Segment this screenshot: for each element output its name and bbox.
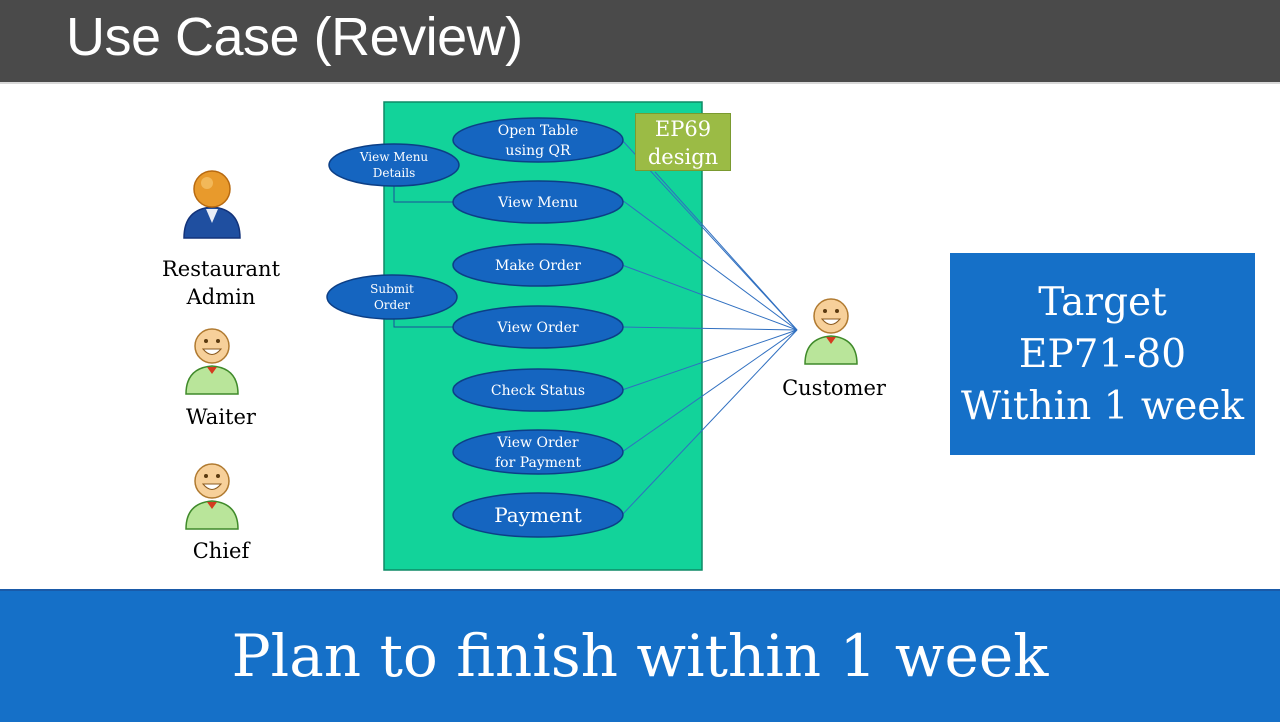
use-case-label: for Payment [495,455,581,471]
use-case-view-order[interactable]: View Order [452,305,624,349]
admin-actor-icon [183,170,241,239]
use-case-label: Payment [494,503,582,527]
use-case-view-order-payment[interactable]: View Order for Payment [452,429,624,475]
use-case-label: Check Status [491,383,585,399]
use-case-label: Submit [370,282,414,296]
use-case-open-table[interactable]: Open Table using QR [452,117,624,163]
use-case-check-status[interactable]: Check Status [452,368,624,412]
actor-label-chief: Chief [192,539,250,563]
use-case-submit-order[interactable]: Submit Order [326,274,458,320]
target-line: EP71-80 [1018,332,1187,377]
use-case-payment[interactable]: Payment [452,492,624,538]
use-case-label: View Order [496,435,578,451]
actor-label-restaurant-admin: Restaurant Admin [150,255,292,311]
title-bar [0,0,1280,84]
waiter-actor-icon [185,328,239,395]
ep-note-line: EP69 [654,117,712,141]
ep-note-line: design [647,145,719,169]
use-case-label: Make Order [495,258,581,274]
footer-text: Plan to finish within 1 week [231,622,1049,690]
use-case-label: View Order [496,320,578,336]
use-case-label: Details [373,166,416,180]
target-box: Target EP71-80 Within 1 week [950,253,1255,455]
use-case-label: using QR [505,143,571,159]
use-case-label: Open Table [498,123,579,139]
actor-label-line: Admin [186,285,256,309]
association-lines [621,139,798,516]
customer-actor-icon [804,298,858,365]
use-case-view-menu[interactable]: View Menu [452,180,624,224]
use-case-label: View Menu [359,150,429,164]
use-case-label: View Menu [497,195,578,211]
use-case-make-order[interactable]: Make Order [452,243,624,287]
target-line: Target [1038,280,1167,325]
use-case-view-menu-details[interactable]: View Menu Details [328,143,460,187]
ep-note: EP69 design [635,113,731,171]
target-line: Within 1 week [960,384,1245,429]
use-case-label: Order [374,298,410,312]
slide-title: Use Case (Review) [66,7,523,67]
chief-actor-icon [185,463,239,530]
actor-label-line: Restaurant [161,257,281,281]
footer-bar [0,589,1280,722]
actor-label-customer: Customer [782,376,886,400]
actor-label-waiter: Waiter [186,405,256,429]
